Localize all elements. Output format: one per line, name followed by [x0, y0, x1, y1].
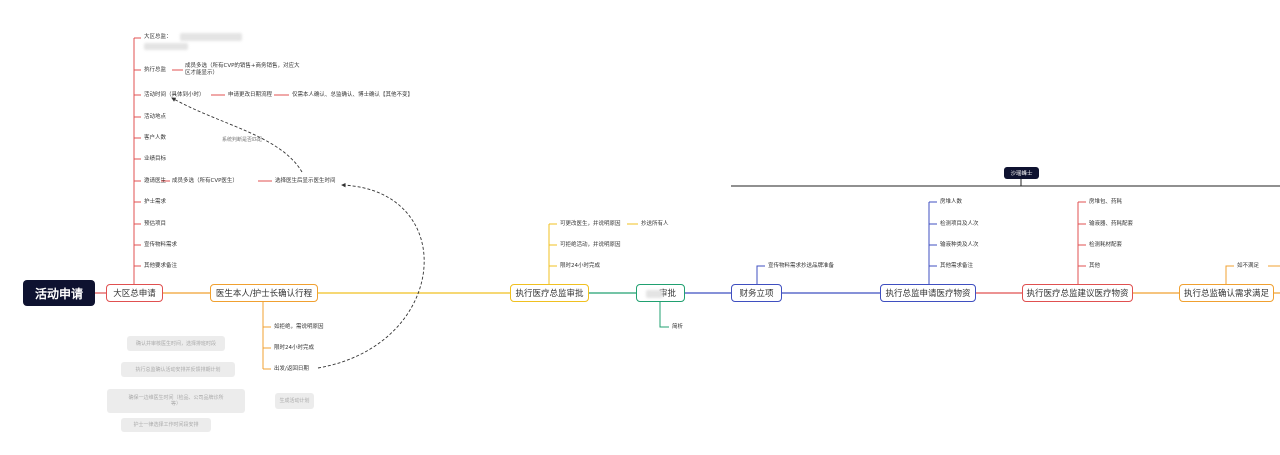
redacted-text — [180, 33, 242, 41]
faded-box-3: 护士一律选择工作时间段安排 — [121, 418, 211, 432]
root-node[interactable]: 活动申请 — [23, 280, 95, 306]
suggest-item-3[interactable]: 其他 — [1089, 263, 1101, 269]
apply-item-0[interactable]: 房堆人数 — [940, 199, 963, 205]
confirm-item-dates[interactable]: 出发/返回日期 — [274, 366, 309, 372]
node-approval-label: 审批 — [658, 289, 676, 299]
floating-topic[interactable]: 沙瑶峰士 — [1004, 167, 1039, 179]
time-change-process[interactable]: 申请更改日期流程 — [228, 92, 273, 98]
node-exec-confirm[interactable]: 执行总监确认需求满足 — [1179, 284, 1274, 302]
region-item-nurse[interactable]: 护士需求 — [144, 199, 167, 205]
time-change-confirm[interactable]: 仅需本人确认、总监确认、博士确认【其他不变】 — [292, 92, 414, 98]
node-exec-review[interactable]: 执行医疗总监审批 — [510, 284, 589, 302]
exec-multi-select[interactable]: 成员多选（所有CVP的销售+商务销售，对应大 区才能显示） — [185, 63, 300, 76]
suggest-item-1[interactable]: 输液器、药耗配套 — [1089, 221, 1134, 227]
region-item-clients[interactable]: 客户人数 — [144, 135, 167, 141]
region-item-material[interactable]: 宣传物料需求 — [144, 242, 178, 248]
review-item-change[interactable]: 可更改医生，并说明原因 — [560, 221, 621, 227]
region-item-project[interactable]: 预估项目 — [144, 221, 167, 227]
faded-box-2: 确保一边维医生时间（检品、公司品牌诊所 等） — [107, 389, 245, 413]
apply-item-2[interactable]: 输液种类及人次 — [940, 242, 979, 248]
node-approval[interactable]: 审批 — [636, 284, 685, 302]
confirm-not-met[interactable]: 如不满足 — [1237, 263, 1260, 269]
suggest-item-0[interactable]: 房堆包、药耗 — [1089, 199, 1123, 205]
confirm-item-24h[interactable]: 限时24小时完成 — [274, 345, 314, 351]
review-cc-all[interactable]: 抄送所有人 — [641, 221, 669, 227]
node-doctor-confirm[interactable]: 医生本人/护士长确认行程 — [210, 284, 318, 302]
relation-note: 系统判断是否匹配 — [222, 137, 263, 143]
node-exec-suggest-supplies[interactable]: 执行医疗总监建议医疗物资 — [1022, 284, 1133, 302]
redacted-text — [646, 290, 663, 298]
region-item-notes[interactable]: 其他要求备注 — [144, 263, 178, 269]
node-region-apply[interactable]: 大区总申请 — [106, 284, 163, 302]
region-item-director[interactable]: 大区总监： — [144, 34, 172, 40]
doctor-show-time[interactable]: 选择医生后显示医生时间 — [275, 178, 336, 184]
approval-sub[interactable]: 简析 — [672, 324, 684, 330]
node-finance[interactable]: 财务立项 — [731, 284, 782, 302]
review-item-24h[interactable]: 限时24小时完成 — [560, 263, 600, 269]
faded-box-0: 确认并审核医生时间，选择排班时段 — [127, 336, 225, 351]
faded-box-4: 生成活动计划 — [275, 393, 314, 409]
finance-sub[interactable]: 宣传物料需求抄送品牌准备 — [768, 263, 835, 269]
region-item-location[interactable]: 活动地点 — [144, 114, 167, 120]
suggest-item-2[interactable]: 检测耗材配套 — [1089, 242, 1123, 248]
faded-box-1: 执行总监确认活动安排并反馈排期计划 — [121, 362, 235, 377]
node-exec-apply-supplies[interactable]: 执行总监申请医疗物资 — [880, 284, 976, 302]
apply-item-3[interactable]: 其他需求备注 — [940, 263, 974, 269]
region-item-doctor[interactable]: 邀请医生 — [144, 178, 167, 184]
confirm-item-reject[interactable]: 如拒绝，需说明原因 — [274, 324, 324, 330]
review-item-reject[interactable]: 可拒绝活动，并说明原因 — [560, 242, 621, 248]
redacted-text — [144, 43, 188, 50]
doctor-multi-select[interactable]: 成员多选（所有CVP医生） — [172, 178, 238, 184]
region-item-target[interactable]: 业绩目标 — [144, 156, 167, 162]
region-item-exec[interactable]: 执行总监 — [144, 67, 167, 73]
region-item-time[interactable]: 活动时间（具体到小时） — [144, 92, 205, 98]
apply-item-1[interactable]: 检测项目及人次 — [940, 221, 979, 227]
